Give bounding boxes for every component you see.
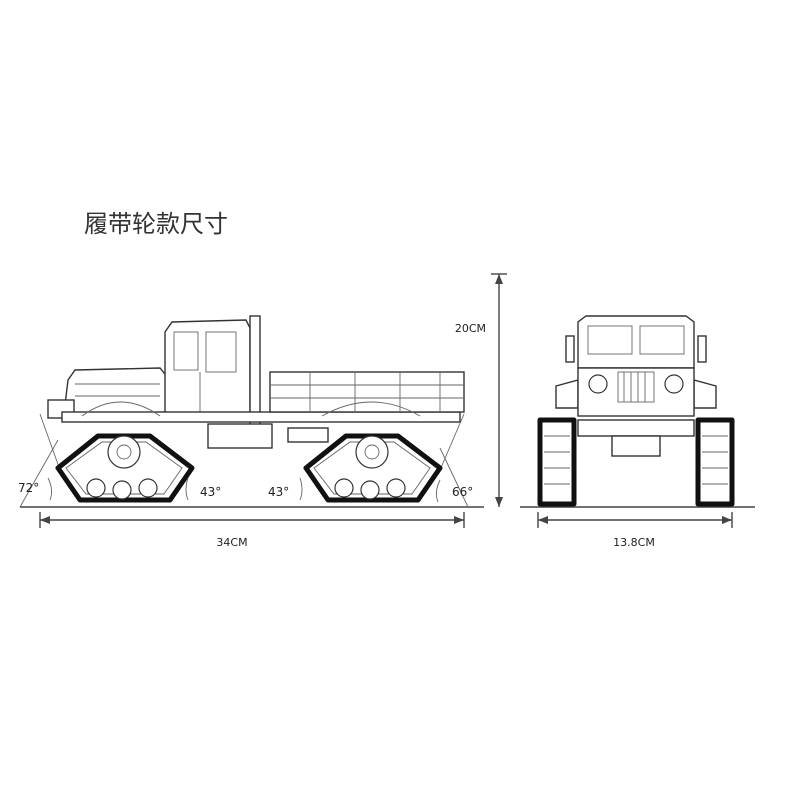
front-view-vehicle xyxy=(537,315,735,507)
length-dimension xyxy=(39,512,465,528)
height-dimension xyxy=(491,273,507,507)
angle-arc-rear-approach xyxy=(299,477,303,501)
chassis-rail xyxy=(61,411,461,423)
angle-arc-rear-departure xyxy=(435,479,441,503)
hood xyxy=(64,367,169,415)
front-right-track xyxy=(695,417,735,507)
exhaust-stack xyxy=(249,315,261,427)
headlight-left xyxy=(588,374,608,394)
angle-arc-front-departure xyxy=(185,477,189,501)
angle-label-front-approach: 72° xyxy=(18,481,39,495)
cab xyxy=(164,319,251,419)
length-label: 34CM xyxy=(216,536,247,549)
height-label: 20CM xyxy=(455,322,486,335)
rear-track xyxy=(303,433,443,503)
angle-label-front-departure: 43° xyxy=(200,485,221,499)
diagram-title: 履带轮款尺寸 xyxy=(84,210,228,238)
angle-label-rear-departure: 66° xyxy=(452,485,473,499)
side-view-vehicle xyxy=(39,315,465,503)
angle-arc-front-approach xyxy=(47,477,53,501)
front-track xyxy=(55,433,195,503)
width-label: 13.8CM xyxy=(613,536,655,549)
width-dimension xyxy=(537,512,733,528)
front-cab xyxy=(577,315,695,369)
cargo-bed xyxy=(269,371,465,413)
front-left-track xyxy=(537,417,577,507)
angle-label-rear-approach: 43° xyxy=(268,485,289,499)
headlight-right xyxy=(664,374,684,394)
